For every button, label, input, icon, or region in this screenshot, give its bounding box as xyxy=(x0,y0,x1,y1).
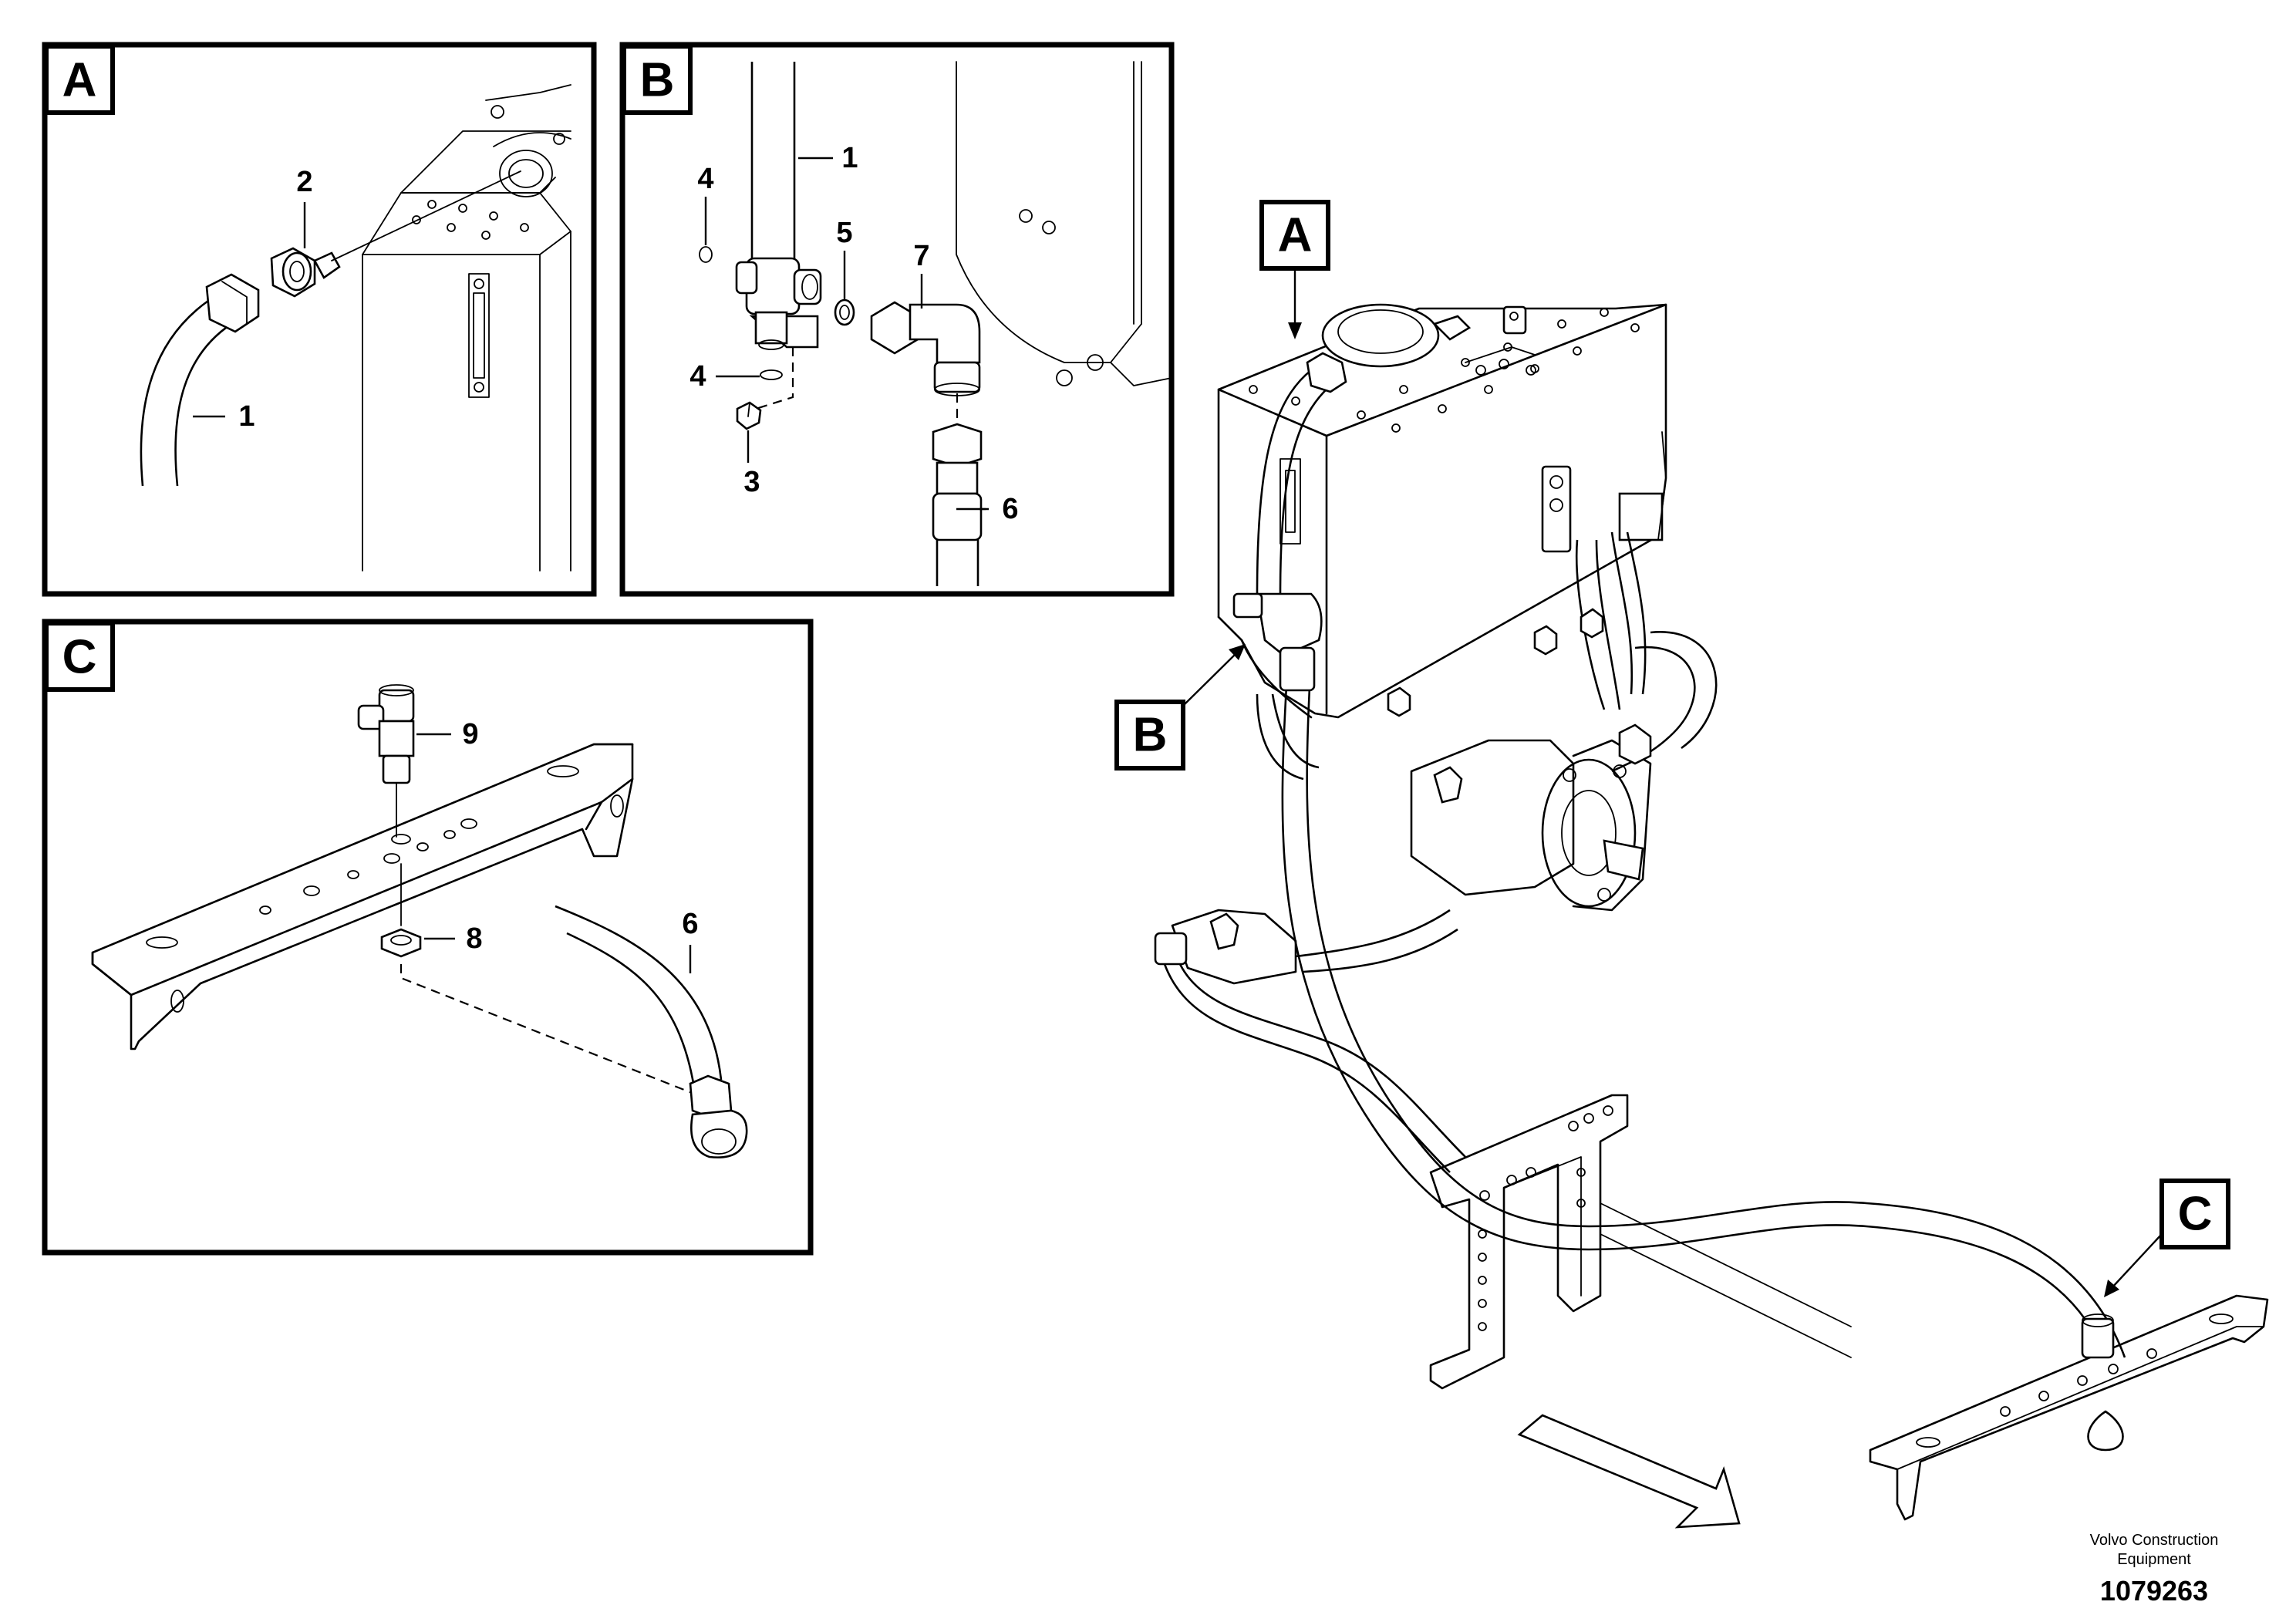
hose-a-outer xyxy=(140,299,209,487)
detail-b-tag xyxy=(622,44,693,115)
o-ring-4-top xyxy=(699,246,713,263)
o-ring-4-lower xyxy=(760,369,783,380)
detail-c-tag-label: C xyxy=(62,631,97,684)
callout-c-label: C xyxy=(2178,1188,2213,1241)
part-number-a-2: 2 xyxy=(296,166,312,198)
tank-drawing-b xyxy=(956,61,1172,386)
hose-c6-inner xyxy=(566,932,696,1088)
hose-c6-fitting xyxy=(689,1074,748,1158)
tank-lower-hoses xyxy=(1256,531,1718,781)
part-number-b-6: 6 xyxy=(1002,493,1018,525)
assembly-line-b xyxy=(755,347,794,410)
hose-nut-a xyxy=(205,273,260,333)
hose-fitting-6 xyxy=(932,423,983,541)
hydraulic-tank xyxy=(1217,303,1667,719)
tank-hose-outer xyxy=(1256,369,1312,595)
assembly-line-c2 xyxy=(400,964,718,1104)
detail-panel-b: B xyxy=(619,42,1175,597)
part-number-b-3: 3 xyxy=(743,466,760,498)
return-hose-inner xyxy=(1306,655,2126,1358)
hose-c6-outer xyxy=(555,905,723,1081)
screw-3 xyxy=(736,401,762,430)
callout-c-box xyxy=(2159,1179,2230,1249)
tank-hose-nut xyxy=(1306,352,1347,393)
hydraulic-pump xyxy=(1410,723,1652,912)
forward-direction-arrow xyxy=(1517,1414,1741,1529)
main-assembly: A B C xyxy=(1114,200,2269,1529)
detail-panel-c: C xyxy=(42,619,814,1256)
callout-a-label: A xyxy=(1278,209,1313,262)
tee-fitting-b xyxy=(735,257,822,350)
callout-b-box xyxy=(1114,700,1185,771)
tank-hose-inner xyxy=(1279,385,1331,595)
callout-c-arrowhead xyxy=(2104,1280,2119,1297)
part-number-b-7: 7 xyxy=(913,240,929,272)
callout-b-arrowhead xyxy=(1229,644,1246,660)
callout-a-arrowhead xyxy=(1288,322,1302,339)
document-number: 1079263 xyxy=(2100,1575,2208,1607)
credit-line-1: Volvo Construction xyxy=(2090,1532,2219,1549)
callout-c-leader xyxy=(2111,1233,2163,1289)
detail-panel-a: A xyxy=(42,42,597,597)
part-number-c-6: 6 xyxy=(682,908,698,940)
detail-b-tag-label: B xyxy=(640,54,675,107)
part-number-a-1: 1 xyxy=(238,400,255,433)
nut-8 xyxy=(380,928,422,958)
elbow-fitting-7 xyxy=(870,301,981,396)
bracket-c xyxy=(91,743,634,1050)
part-number-c-9: 9 xyxy=(462,718,478,750)
detail-a-frame xyxy=(42,42,597,597)
assembly-line-a xyxy=(331,170,521,261)
hose-a-inner xyxy=(174,322,232,487)
front-bracket xyxy=(1869,1294,2269,1521)
tank-drawing-a xyxy=(362,84,571,572)
detail-c-frame xyxy=(42,619,814,1256)
valve-block xyxy=(1154,909,1466,1173)
mounting-bracket xyxy=(1429,1094,1852,1390)
o-ring-5 xyxy=(834,298,855,326)
detail-a-tag xyxy=(44,44,115,115)
detail-b-frame xyxy=(619,42,1175,597)
fitting-9 xyxy=(357,684,415,784)
part-number-b-4b: 4 xyxy=(689,360,706,393)
detail-c-tag xyxy=(44,621,115,692)
detail-a-tag-label: A xyxy=(62,54,97,107)
adapter-2 xyxy=(270,247,341,298)
part-number-c-8: 8 xyxy=(466,922,482,955)
part-number-b-5: 5 xyxy=(836,217,852,249)
return-hose-outer xyxy=(1281,655,2107,1358)
part-number-b-1: 1 xyxy=(841,142,858,174)
elbow-at-b xyxy=(1232,592,1323,692)
callout-b-leader xyxy=(1182,651,1239,706)
callout-b-label: B xyxy=(1133,709,1168,762)
credit-line-2: Equipment xyxy=(2117,1551,2191,1568)
part-number-b-4a: 4 xyxy=(697,163,713,195)
